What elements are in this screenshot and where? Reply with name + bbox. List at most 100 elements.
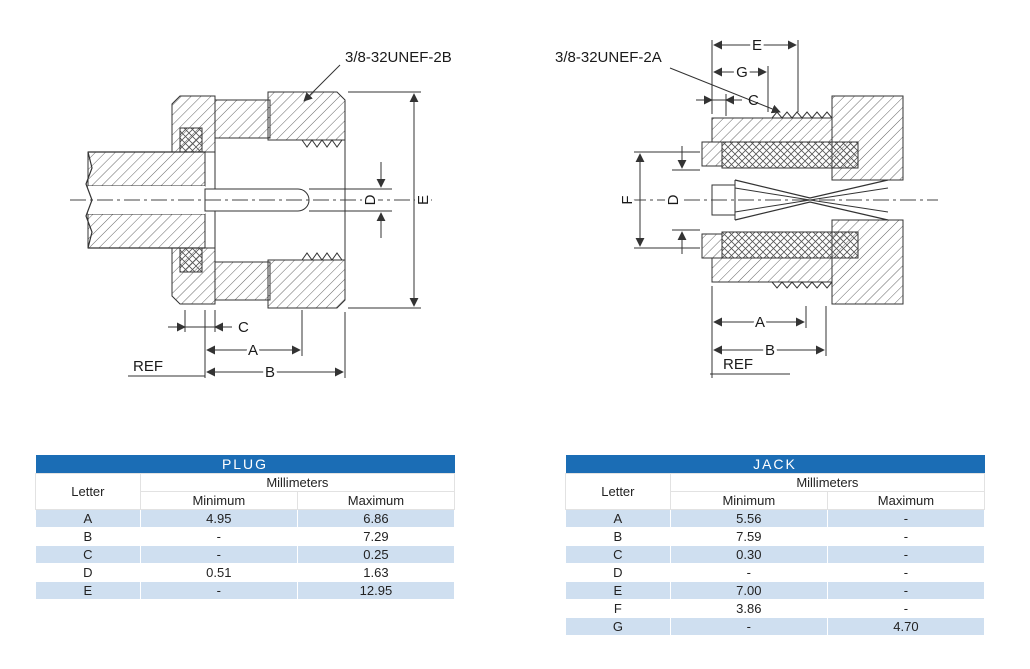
plug-table-title: PLUG [35, 455, 455, 474]
jack-col-letter: Letter [565, 473, 671, 510]
jack-ref-label: REF [723, 356, 753, 373]
jack-body [701, 111, 833, 289]
plug-thread-label: 3/8-32UNEF-2B [345, 49, 452, 66]
plug-body [171, 95, 271, 305]
jack-dim-label-A: A [755, 314, 765, 331]
plug-thread-callout: 3/8-32UNEF-2B [303, 49, 452, 102]
plug-ref: REF [128, 358, 205, 377]
cell-letter: A [565, 509, 671, 528]
cell-max: - [826, 545, 986, 564]
plug-dim-label-B: B [265, 364, 275, 381]
cell-letter: B [35, 527, 141, 546]
table-row: G - 4.70 [565, 617, 986, 636]
cell-max: 6.86 [296, 509, 456, 528]
table-row: C 0.30 - [565, 545, 986, 564]
cell-min: 5.56 [669, 509, 828, 528]
connector-drawings: 3/8-32UNEF-2B E D [70, 34, 938, 384]
cell-max: 1.63 [296, 563, 456, 582]
table-row: E 7.00 - [565, 581, 986, 600]
cell-max: - [826, 563, 986, 582]
cell-min: - [669, 563, 828, 582]
cell-letter: G [565, 617, 671, 636]
cell-min: 7.59 [669, 527, 828, 546]
cell-letter: C [565, 545, 671, 564]
jack-ref: REF [710, 356, 790, 375]
table-row: A 5.56 - [565, 509, 986, 528]
cell-letter: D [35, 563, 141, 582]
jack-col-max: Maximum [826, 491, 986, 510]
jack-dim-label-G: G [736, 64, 748, 81]
table-row: E - 12.95 [35, 581, 456, 600]
cell-min: - [139, 545, 298, 564]
jack-dim-label-C: C [748, 92, 759, 109]
jack-table-title: JACK [565, 455, 985, 474]
cell-max: 7.29 [296, 527, 456, 546]
cell-min: - [139, 581, 298, 600]
plug-coupling-nut [267, 91, 346, 309]
cell-min: 7.00 [669, 581, 828, 600]
jack-dim-C: C [696, 92, 759, 116]
cell-min: 0.30 [669, 545, 828, 564]
jack-dim-A: A [711, 286, 807, 378]
table-row: D - - [565, 563, 986, 582]
jack-dim-label-B: B [765, 342, 775, 359]
cell-max: - [826, 509, 986, 528]
cell-letter: F [565, 599, 671, 618]
plug-dim-label-E: E [415, 195, 432, 205]
plug-dim-D: D [309, 162, 392, 238]
plug-ref-label: REF [133, 358, 163, 375]
jack-dim-F: F [616, 151, 700, 249]
cell-max: - [826, 599, 986, 618]
jack-table: JACK Letter Millimeters Minimum Maximum … [565, 455, 986, 636]
plug-dim-E: E [348, 91, 435, 309]
cell-min: 4.95 [139, 509, 298, 528]
plug-center-pin [204, 188, 310, 212]
plug-dim-C: C [168, 310, 249, 336]
jack-dim-label-D: D [665, 194, 682, 205]
plug-table: PLUG Letter Millimeters Minimum Maximum … [35, 455, 456, 600]
plug-col-min: Minimum [139, 491, 298, 510]
table-row: A 4.95 6.86 [35, 509, 456, 528]
cell-letter: E [35, 581, 141, 600]
cell-letter: C [35, 545, 141, 564]
table-row: B - 7.29 [35, 527, 456, 546]
cell-min: - [139, 527, 298, 546]
cell-letter: E [565, 581, 671, 600]
cell-max: - [826, 527, 986, 546]
cell-letter: D [565, 563, 671, 582]
table-row: D 0.51 1.63 [35, 563, 456, 582]
plug-col-unit: Millimeters [139, 473, 456, 492]
jack-col-min: Minimum [669, 491, 828, 510]
jack-col-unit: Millimeters [669, 473, 986, 492]
jack-insulator [721, 141, 859, 259]
plug-dim-label-C: C [238, 319, 249, 336]
plug-dim-label-A: A [248, 342, 258, 359]
jack-wall [831, 95, 904, 305]
plug-dim-label-D: D [362, 194, 379, 205]
jack-drawing: 3/8-32UNEF-2A E G C [555, 34, 938, 378]
table-row: C - 0.25 [35, 545, 456, 564]
plug-col-letter: Letter [35, 473, 141, 510]
jack-thread-callout: 3/8-32UNEF-2A [555, 49, 781, 114]
cell-letter: A [35, 509, 141, 528]
table-row: B 7.59 - [565, 527, 986, 546]
plug-dim-A: A [204, 310, 303, 378]
cell-min: 3.86 [669, 599, 828, 618]
cell-max: - [826, 581, 986, 600]
jack-dim-D: D [662, 146, 700, 254]
cell-letter: B [565, 527, 671, 546]
plug-col-max: Maximum [296, 491, 456, 510]
cell-min: 0.51 [139, 563, 298, 582]
jack-dim-label-E: E [752, 37, 762, 54]
table-row: F 3.86 - [565, 599, 986, 618]
plug-drawing: 3/8-32UNEF-2B E D [70, 49, 452, 384]
cell-min: - [669, 617, 828, 636]
cell-max: 12.95 [296, 581, 456, 600]
jack-dim-label-F: F [619, 195, 636, 204]
jack-thread-label: 3/8-32UNEF-2A [555, 49, 662, 66]
jack-dim-G: G [713, 61, 769, 112]
plug-dim-B: B [206, 312, 346, 384]
jack-dim-B: B [713, 306, 827, 362]
cell-max: 0.25 [296, 545, 456, 564]
